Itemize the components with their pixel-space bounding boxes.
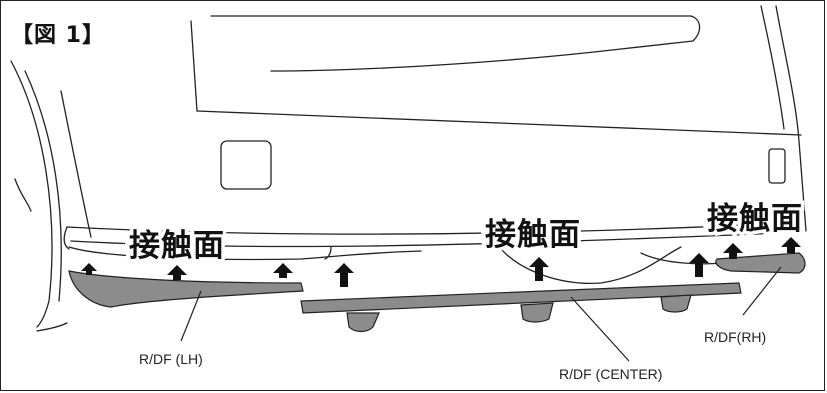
center-fin-2 [520, 302, 554, 323]
license-plate-area [220, 140, 272, 190]
rh-diffuser-part [715, 252, 806, 274]
tire-tread-line [14, 178, 32, 212]
center-fin-3 [660, 294, 692, 313]
arrow-up-icon [781, 237, 801, 253]
tire-inner-line [24, 70, 62, 302]
body-right-line [760, 5, 785, 130]
bumper-bottom-curve [63, 226, 70, 250]
bumper-top-line [66, 222, 792, 235]
lh-diffuser-part [68, 270, 304, 308]
figure-title: 【図 1】 [11, 23, 105, 48]
bumper-center-line [324, 246, 332, 260]
arrow-up-icon [167, 265, 187, 280]
contact-surface-label-left: 接触面 [126, 225, 228, 268]
part-label-center: R/DF (CENTER) [559, 366, 663, 382]
center-fin-1 [346, 312, 380, 333]
bumper-lower-line [68, 246, 422, 261]
arrow-up-icon [529, 257, 549, 281]
body-right-edge [775, 5, 807, 232]
glass-outline [210, 15, 701, 72]
center-diffuser-part [300, 282, 742, 314]
arrow-up-icon [81, 263, 97, 275]
leader-line-lh [180, 290, 202, 342]
mudflap-outline [36, 322, 68, 332]
body-side-line [196, 110, 802, 136]
arrow-up-icon [273, 263, 293, 278]
contact-surface-label-center: 接触面 [482, 214, 584, 257]
body-upper-line [190, 20, 198, 112]
part-label-lh: R/DF (LH) [139, 351, 203, 367]
part-label-rh: R/DF(RH) [704, 329, 767, 345]
bumper-right-curve [500, 246, 682, 285]
arrow-up-icon [334, 263, 354, 287]
contact-surface-label-right: 接触面 [704, 198, 806, 241]
reflector-right [768, 148, 786, 184]
bumper-mid-line [70, 232, 782, 248]
arrow-up-icon [723, 243, 743, 259]
leader-line-center [570, 296, 630, 362]
tire-outline [10, 60, 53, 328]
leader-line-rh [742, 266, 782, 316]
arrow-up-icon [689, 253, 709, 277]
rear-bumper-outline [60, 90, 92, 238]
